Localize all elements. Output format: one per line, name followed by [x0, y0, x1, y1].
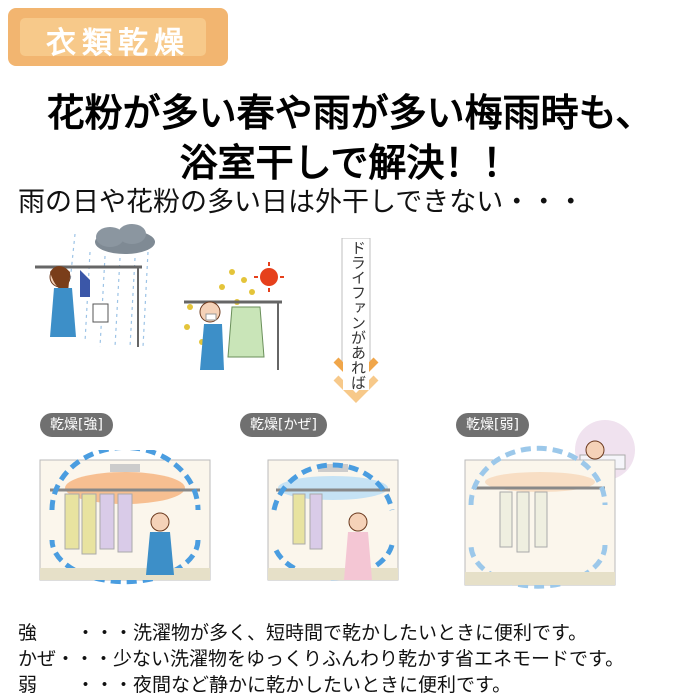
subheading: 雨の日や花粉の多い日は外干しできない・・・ [18, 187, 585, 218]
category-tag-inner [20, 18, 206, 56]
sun-icon [254, 262, 284, 292]
description-weak: 弱 ・・・夜間など静かに乾かしたいときに便利です。 [18, 670, 511, 697]
mode-label-strong: 乾燥[強] [40, 413, 113, 437]
rain-scene-illustration [35, 224, 155, 348]
desc-text-weak: 夜間など静かに乾かしたいときに便利です。 [133, 674, 512, 696]
desc-key-strong: 強 [18, 622, 38, 644]
desc-text-strong: 洗濯物が多く、短時間で乾かしたいときに便利です。 [133, 622, 588, 644]
desc-key-breeze: かぜ [18, 648, 57, 670]
arrow-caption: ドライファンがあれば [343, 240, 369, 390]
desc-sep-strong: ・・・ [76, 622, 134, 644]
desc-sep-breeze: ・・・ [56, 648, 114, 670]
mode-label-breeze: 乾燥[かぜ] [240, 413, 327, 437]
bathroom-strong-illustration [39, 450, 211, 585]
cloud-icon [95, 224, 155, 254]
mode-label-weak: 乾燥[弱] [456, 413, 529, 437]
category-tag-label: 衣類乾燥 [46, 26, 190, 61]
headline-line1: 花粉が多い春や雨が多い梅雨時も、 [46, 90, 654, 135]
desc-key-weak: 弱 [18, 674, 38, 696]
description-strong: 強 ・・・洗濯物が多く、短時間で乾かしたいときに便利です。 [18, 618, 587, 645]
desc-text-breeze: 少ない洗濯物をゆっくりふんわり乾かす省エネモードです。 [113, 648, 625, 670]
category-tag: 衣類乾燥 [8, 8, 228, 66]
headline-line2: 浴室干しで解決！！ [179, 140, 521, 185]
bathroom-weak-illustration [464, 420, 635, 589]
bathroom-breeze-illustration [267, 459, 399, 581]
description-breeze: かぜ・・・少ない洗濯物をゆっくりふんわり乾かす省エネモードです。 [18, 644, 624, 671]
pollen-scene-illustration [184, 262, 284, 370]
desc-sep-weak: ・・・ [76, 674, 134, 696]
